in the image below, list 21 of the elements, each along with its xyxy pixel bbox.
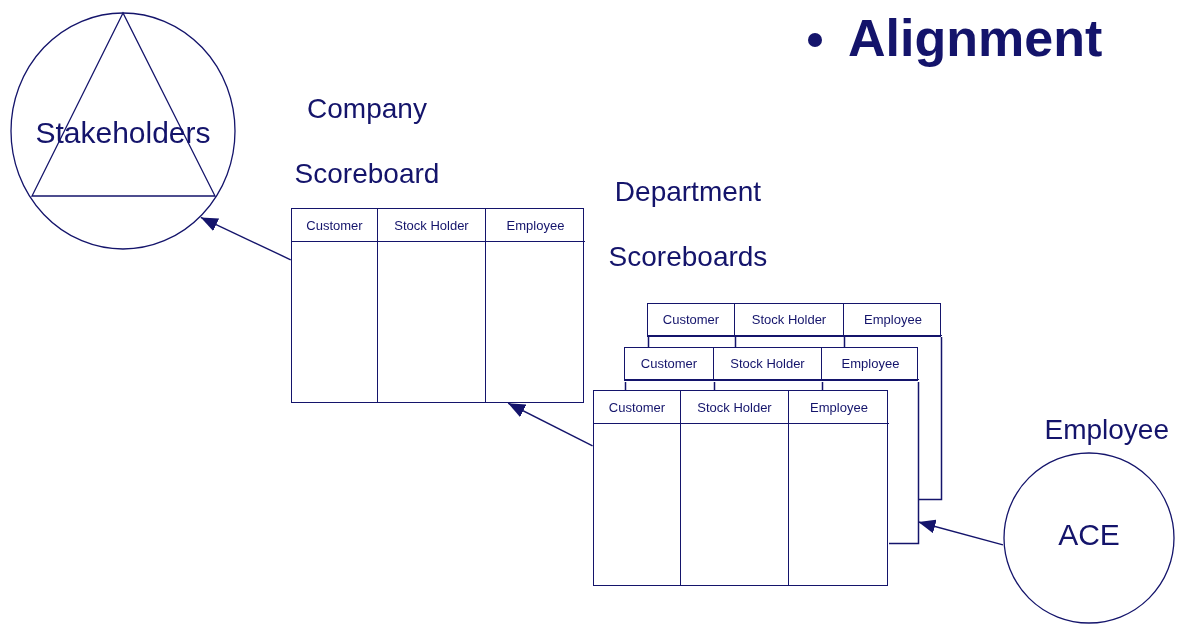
- column-header: Customer: [648, 304, 735, 336]
- column-header: Employee: [822, 348, 919, 380]
- column-header: Customer: [594, 391, 681, 424]
- column-header: Employee: [789, 391, 889, 424]
- slide-title: Alignment: [848, 8, 1103, 69]
- scoreboard-heading: Company Scoreboard: [293, 92, 441, 191]
- circle-label: ACE: [1058, 518, 1120, 552]
- column-header: Stock Holder: [378, 209, 486, 242]
- column-header: Stock Holder: [735, 304, 844, 336]
- arrow: [507, 402, 594, 447]
- column-header: Employee: [486, 209, 585, 242]
- circle-heading: Employee: [1043, 413, 1169, 447]
- column-header: Stock Holder: [681, 391, 789, 424]
- scoreboard-table: [593, 390, 888, 586]
- column-header: Employee: [844, 304, 942, 336]
- column-header: Customer: [292, 209, 378, 242]
- arrow: [917, 519, 1004, 546]
- scoreboard-heading: Department Scoreboards: [607, 175, 769, 274]
- column-header: Stock Holder: [714, 348, 822, 380]
- arrow: [200, 216, 292, 261]
- column-header: Customer: [625, 348, 714, 380]
